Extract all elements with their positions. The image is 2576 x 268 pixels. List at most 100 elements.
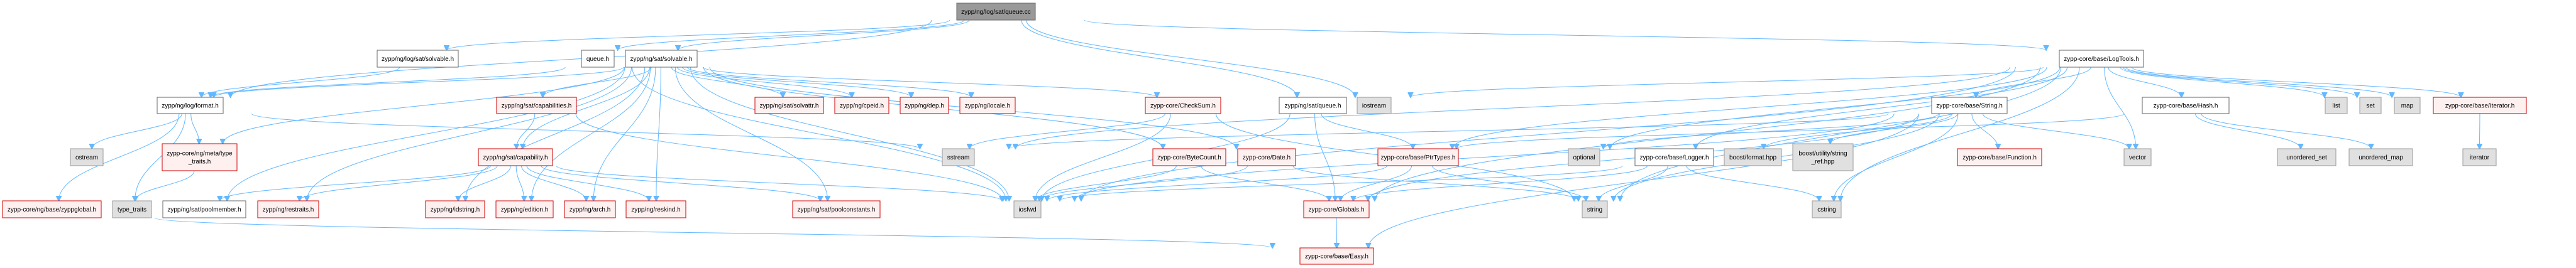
- graph-node-date[interactable]: zypp-core/Date.h: [1237, 148, 1296, 166]
- edge-capability-to-idstring: [458, 165, 511, 201]
- edge-format-to-sstream: [251, 113, 920, 149]
- graph-node-logger[interactable]: zypp-core/base/Logger.h: [1634, 148, 1714, 166]
- graph-node-sat-solvable[interactable]: zypp/ng/sat/solvable.h: [625, 50, 698, 68]
- graph-node-capabilities[interactable]: zypp/ng/sat/capabilities.h: [496, 97, 577, 114]
- edge-string_h-to-sstream: [1009, 113, 1889, 149]
- graph-node-queue-h[interactable]: queue.h: [581, 50, 615, 68]
- graph-node-hash[interactable]: zypp-core/base/Hash.h: [2142, 97, 2230, 114]
- graph-node-log-solvable[interactable]: zypp/ng/log/sat/solvable.h: [377, 50, 459, 68]
- graph-node-sat-queue[interactable]: zypp/ng/sat/queue.h: [1279, 97, 1347, 114]
- edge-sat_solvable-to-reskind: [656, 67, 661, 201]
- node-label: list: [2332, 103, 2340, 110]
- edge-sat_queue-to-globals: [1314, 113, 1336, 201]
- graph-node-function-h[interactable]: zypp-core/base/Function.h: [1957, 148, 2042, 166]
- edge-queue_cc-to-sat_solvable: [678, 19, 970, 50]
- graph-node-checksum[interactable]: zypp-core/CheckSum.h: [1145, 97, 1221, 114]
- edge-sat_solvable-to-locale: [687, 67, 972, 97]
- graph-node-idstring[interactable]: zypp/ng/idstring.h: [425, 200, 485, 218]
- node-label: map: [2401, 103, 2414, 110]
- edge-sat_solvable-to-capability: [523, 67, 650, 149]
- node-label: _traits.h: [188, 159, 211, 166]
- node-box: [754, 97, 824, 114]
- graph-node-cpeid[interactable]: zypp/ng/cpeid.h: [834, 97, 889, 114]
- edge-logtools-to-string_h: [1976, 67, 2091, 97]
- graph-node-optional: optional: [1568, 148, 1600, 166]
- graph-node-string-h[interactable]: zypp-core/base/String.h: [1931, 97, 2008, 114]
- edge-zyppglobal-to-easy: [154, 217, 1272, 248]
- edge-bytecount-to-iosfwd: [1035, 165, 1177, 201]
- node-label: set: [2366, 103, 2375, 110]
- node-box: [425, 200, 485, 218]
- edge-sat_solvable-to-format: [214, 67, 624, 97]
- node-label: zypp-core/base/PtrTypes.h: [1381, 154, 1456, 161]
- graph-node-ptrtypes[interactable]: zypp-core/base/PtrTypes.h: [1377, 148, 1459, 166]
- node-label: zypp/ng/sat/poolconstants.h: [798, 206, 876, 213]
- edge-checksum-to-sstream: [969, 113, 1165, 149]
- edge-logtools-to-optional: [1610, 67, 2061, 149]
- edge-logger-to-string: [1599, 165, 1668, 201]
- graph-node-reskind[interactable]: zypp/ng/reskind.h: [625, 200, 686, 218]
- node-box: [1299, 247, 1374, 265]
- node-box: [2348, 148, 2413, 166]
- node-box: [942, 148, 975, 166]
- edge-logtools-to-vector: [2104, 67, 2136, 149]
- edge-sat_solvable-to-solvattr: [671, 67, 783, 97]
- node-label: iostream: [1362, 103, 1386, 110]
- node-label: zypp/ng/log/sat/queue.cc: [961, 9, 1031, 16]
- node-box: [1582, 200, 1608, 218]
- node-box: [1152, 148, 1226, 166]
- graph-node-locale[interactable]: zypp/ng/locale.h: [959, 97, 1016, 114]
- node-label: ostream: [75, 154, 98, 161]
- node-label: string: [1587, 206, 1602, 213]
- graph-node-type-traits: type_traits: [112, 200, 152, 218]
- graph-node-meta-type-traits[interactable]: zypp-core/ng/meta/type_traits.h: [162, 143, 238, 171]
- node-box: [2277, 148, 2337, 166]
- node-box: [157, 97, 224, 114]
- node-label: zypp-core/ng/meta/type: [167, 151, 233, 158]
- edge-queue_cc-to-iostream: [1026, 19, 1355, 97]
- edge-logtools-to-ptrtypes: [1452, 67, 2047, 149]
- graph-node-poolmember[interactable]: zypp/ng/sat/poolmember.h: [162, 200, 246, 218]
- graph-node-dep[interactable]: zypp/ng/dep.h: [900, 97, 949, 114]
- edge-hash-to-ptrtypes: [1456, 113, 2125, 149]
- graph-node-poolconstants[interactable]: zypp/ng/sat/poolconstants.h: [792, 200, 881, 218]
- graph-node-solvattr[interactable]: zypp/ng/sat/solvattr.h: [754, 97, 824, 114]
- edge-sat_solvable-to-meta_type_traits: [223, 67, 625, 144]
- node-label: zypp/ng/locale.h: [965, 103, 1010, 110]
- node-box: [496, 97, 577, 114]
- graph-node-restraits[interactable]: zypp/ng/restraits.h: [257, 200, 319, 218]
- graph-node-easy[interactable]: zypp-core/base/Easy.h: [1299, 247, 1374, 265]
- edge-ptrtypes-to-iosfwd: [1047, 165, 1387, 201]
- graph-node-queue-cc[interactable]: zypp/ng/log/sat/queue.cc: [956, 3, 1036, 21]
- node-box: [2325, 97, 2348, 114]
- edge-logtools-to-iterator_h: [2131, 67, 2461, 97]
- node-label: boost/utility/string: [1798, 151, 1847, 158]
- edge-capabilities-to-iosfwd: [575, 113, 1003, 201]
- graph-node-set: set: [2359, 97, 2382, 114]
- edge-capability-to-restraits: [300, 165, 498, 201]
- node-label: zypp/ng/idstring.h: [431, 206, 480, 213]
- edge-logtools-to-map: [2125, 67, 2392, 97]
- node-label: zypp/ng/sat/solvable.h: [630, 56, 693, 63]
- edge-sat_solvable-to-arch: [593, 67, 656, 201]
- graph-node-iterator-h[interactable]: zypp-core/base/Iterator.h: [2433, 97, 2527, 114]
- graph-node-map: map: [2394, 97, 2421, 114]
- graph-node-zyppglobal[interactable]: zypp-core/ng/base/zyppglobal.h: [2, 200, 102, 218]
- edge-capabilities-to-capability: [517, 113, 536, 149]
- graph-node-logtools[interactable]: zypp-core/base/LogTools.h: [2059, 50, 2144, 68]
- graph-node-format[interactable]: zypp/ng/log/format.h: [157, 97, 224, 114]
- node-label: zypp/ng/sat/capability.h: [483, 154, 548, 161]
- node-label: boost/format.hpp: [1729, 154, 1776, 161]
- edge-string_h-to-cstring: [1834, 113, 1959, 201]
- node-box: [2462, 148, 2497, 166]
- graph-node-arch[interactable]: zypp/ng/arch.h: [564, 200, 616, 218]
- node-label: zypp/ng/log/sat/solvable.h: [382, 56, 454, 63]
- graph-node-edition[interactable]: zypp/ng/edition.h: [495, 200, 554, 218]
- node-box: [564, 200, 616, 218]
- graph-node-globals[interactable]: zypp-core/Globals.h: [1303, 200, 1370, 218]
- node-label: _ref.hpp: [1811, 159, 1835, 166]
- graph-node-capability[interactable]: zypp/ng/sat/capability.h: [478, 148, 553, 166]
- node-box: [834, 97, 889, 114]
- graph-node-bytecount[interactable]: zypp-core/ByteCount.h: [1152, 148, 1226, 166]
- edge-sat_solvable-to-idstring: [465, 67, 646, 201]
